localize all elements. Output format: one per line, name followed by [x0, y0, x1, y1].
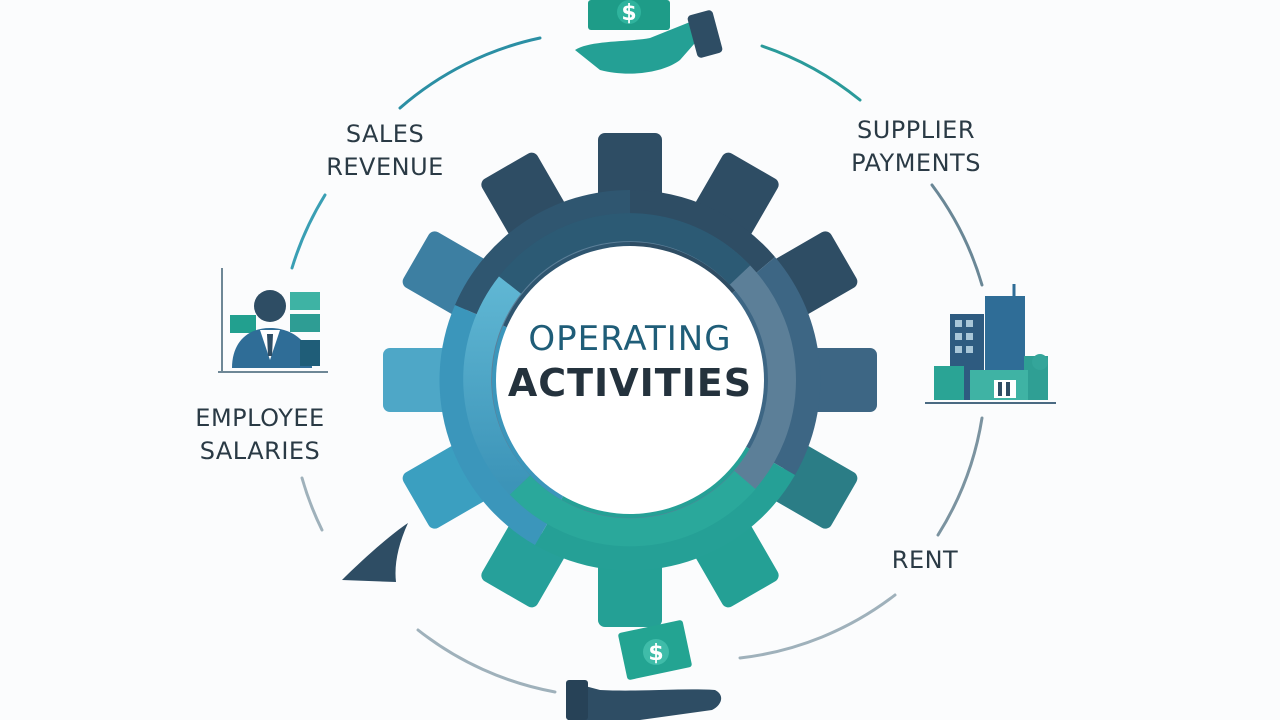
label-supplier-payments-line1: SUPPLIER	[856, 116, 976, 144]
label-sales-revenue-line2: REVENUE	[326, 153, 444, 181]
label-supplier-payments-line2: PAYMENTS	[851, 149, 981, 177]
gear	[383, 133, 877, 627]
center-title-line1: OPERATING	[528, 319, 732, 359]
label-supplier-payments: SUPPLIER PAYMENTS	[826, 114, 1006, 180]
center-title: OPERATING ACTIVITIES	[470, 318, 790, 406]
employee-chart-icon	[218, 268, 328, 373]
label-employee-salaries: EMPLOYEE SALARIES	[170, 402, 350, 468]
label-sales-revenue: SALES REVENUE	[300, 118, 470, 184]
label-rent: RENT	[870, 544, 980, 577]
top-bill-symbol: $	[621, 1, 636, 26]
arrowhead-icon	[342, 523, 408, 582]
cycle-ring	[290, 36, 984, 694]
label-employee-salaries-line2: SALARIES	[199, 437, 321, 465]
top-hand-money-icon: $	[575, 0, 723, 74]
center-title-line2: ACTIVITIES	[507, 361, 753, 405]
bottom-bill-symbol: $	[648, 641, 663, 666]
bottom-hand-money-icon: $	[566, 620, 722, 720]
label-employee-salaries-line1: EMPLOYEE	[195, 404, 325, 432]
label-rent-text: RENT	[891, 546, 959, 574]
office-building-icon	[925, 284, 1056, 404]
label-sales-revenue-line1: SALES	[345, 120, 425, 148]
